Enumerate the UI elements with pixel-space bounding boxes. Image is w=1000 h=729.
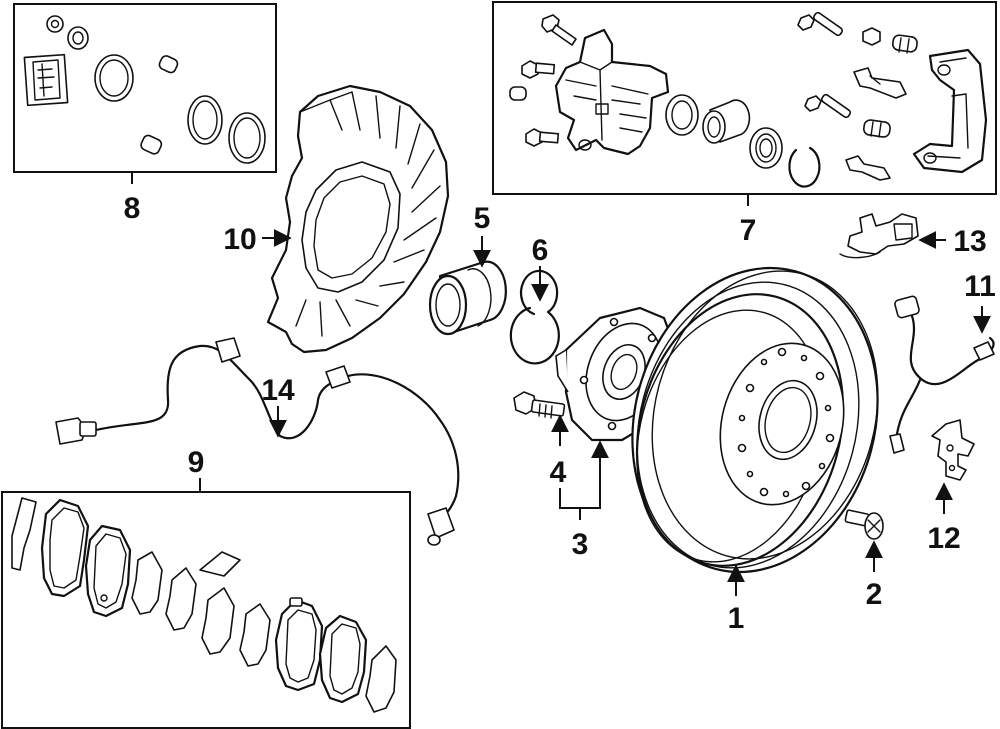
seal-kit-group [13, 3, 277, 173]
guide-pin-lower [804, 93, 852, 119]
pad-shim-1 [11, 497, 37, 571]
brake-pad-kit-group [1, 491, 411, 729]
callout-13: 13 [953, 225, 986, 258]
leader-lines [131, 172, 991, 596]
brake-pad-2 [84, 524, 132, 618]
caliper-box [492, 1, 997, 195]
brake-pad-1 [40, 498, 90, 598]
pad-shim-4 [201, 587, 235, 655]
caliper-nut [862, 27, 881, 46]
pad-shim-3 [165, 567, 197, 631]
callout-11: 11 [964, 270, 996, 303]
sensor-bracket [931, 419, 975, 481]
piston-boot [749, 127, 783, 169]
callout-labels: 8 7 10 5 6 14 9 4 3 1 2 12 11 13 [124, 192, 996, 635]
pad-clip-upper [853, 67, 907, 99]
piston-seal-ring [94, 54, 134, 102]
bleeder-cap [509, 86, 527, 101]
callout-4: 4 [550, 456, 567, 489]
caliper-bolt-1 [541, 14, 577, 46]
harness-sensor-end [427, 507, 455, 539]
brake-pad-4 [318, 614, 368, 704]
brake-rotor [631, 266, 879, 574]
dust-shield [266, 84, 450, 354]
callout-12: 12 [927, 522, 960, 555]
pin-boot-upper [891, 34, 918, 54]
pin-bushing-upper [158, 55, 179, 74]
abs-sensor [889, 295, 995, 454]
caliper-assembly-group [492, 1, 997, 195]
retaining-ring [187, 95, 223, 145]
caliper-bolt-3 [525, 128, 560, 147]
pad-shim-2 [131, 551, 163, 615]
callout-1: 1 [728, 602, 745, 635]
sensor-clip [839, 213, 919, 259]
pad-kit-box [1, 491, 411, 729]
pad-clip-lower [845, 155, 891, 181]
wheel-bearing [428, 260, 507, 336]
callout-5: 5 [474, 202, 491, 235]
caliper-seal [665, 94, 699, 136]
speed-sensor-harness [55, 337, 460, 546]
callout-14: 14 [261, 374, 295, 407]
callout-6: 6 [532, 234, 549, 267]
dust-boot-ring [228, 112, 266, 164]
callout-3: 3 [572, 528, 589, 561]
rotor-screw [844, 509, 884, 540]
grease-packet [23, 53, 69, 107]
caliper-body [554, 28, 670, 156]
caliper-bracket [912, 48, 988, 174]
callout-10: 10 [223, 223, 256, 256]
wear-indicator [199, 551, 241, 577]
seal-kit-cap [67, 26, 89, 50]
callout-7: 7 [740, 214, 757, 247]
wheel-stud [513, 391, 566, 419]
guide-pin-upper [797, 11, 844, 37]
piston-clip [788, 146, 821, 188]
callout-9: 9 [188, 446, 205, 479]
snap-ring [509, 269, 560, 365]
caliper-piston [702, 99, 751, 144]
caliper-bolt-2 [521, 60, 556, 79]
callout-8: 8 [124, 192, 141, 225]
pin-bushing-lower [140, 134, 163, 155]
seal-kit-nut [46, 15, 64, 33]
callout-2: 2 [866, 578, 883, 611]
pad-shim-6 [365, 645, 397, 713]
brake-pad-3 [274, 597, 324, 692]
pin-boot-lower [862, 119, 891, 138]
pad-shim-5 [239, 603, 271, 667]
seal-kit-box [13, 3, 277, 173]
